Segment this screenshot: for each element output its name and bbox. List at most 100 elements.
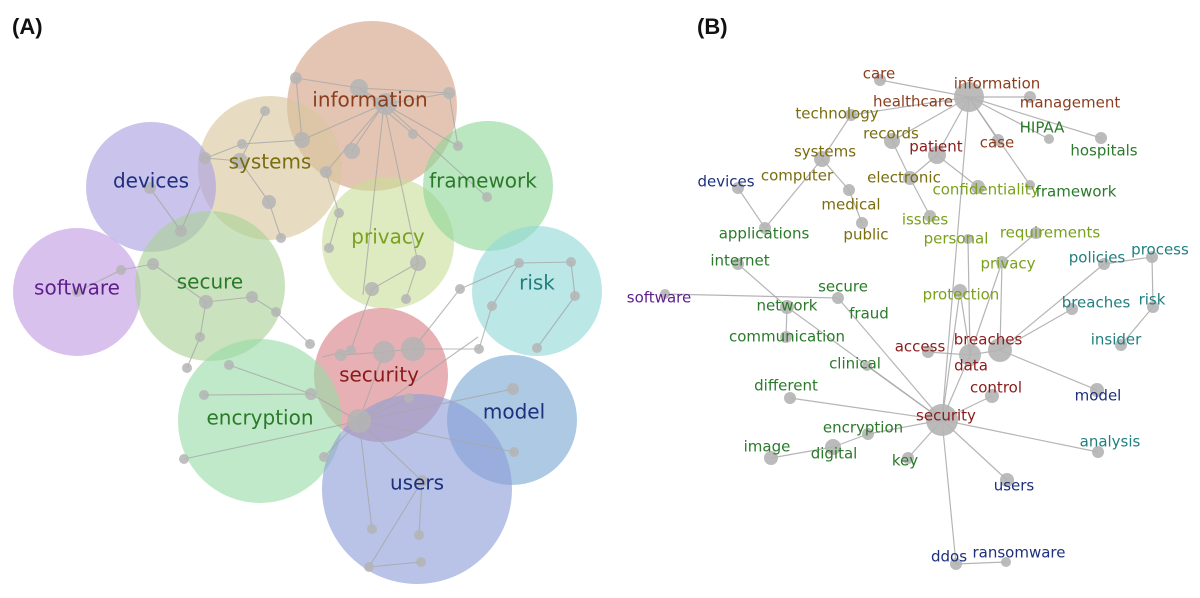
network-node xyxy=(404,393,414,403)
network-edge xyxy=(737,187,766,229)
network-node xyxy=(514,258,524,268)
network-edge xyxy=(239,110,266,162)
network-edge xyxy=(459,262,520,290)
network-node xyxy=(290,72,302,84)
network-node xyxy=(922,346,934,358)
word-label-protection: protection xyxy=(923,286,1000,304)
network-node xyxy=(344,143,360,159)
cluster-label-devices: devices xyxy=(113,169,189,193)
network-edge xyxy=(909,177,931,217)
network-edge xyxy=(570,261,576,297)
network-node xyxy=(954,82,984,112)
word-label-model: model xyxy=(1075,387,1122,405)
network-node xyxy=(884,133,900,149)
network-node xyxy=(843,184,855,196)
network-node xyxy=(764,451,778,465)
network-edge xyxy=(837,297,943,421)
network-node xyxy=(570,291,580,301)
word-label-insider: insider xyxy=(1091,331,1142,349)
network-node xyxy=(199,295,213,309)
word-label-requirements: requirements xyxy=(1000,224,1101,242)
network-node xyxy=(482,192,492,202)
word-label-breaches: breaches xyxy=(954,331,1023,349)
network-edge xyxy=(275,311,311,345)
cluster-label-model: model xyxy=(483,400,545,424)
cluster-bubble-framework xyxy=(423,121,553,251)
network-edge xyxy=(968,96,1050,140)
network-node xyxy=(1147,301,1159,313)
cluster-label-encryption: encryption xyxy=(206,406,313,430)
cluster-bubble-privacy xyxy=(322,177,454,309)
cluster-label-framework: framework xyxy=(429,169,537,193)
word-label-framework: framework xyxy=(1036,183,1117,201)
word-label-security: security xyxy=(916,407,976,425)
network-node xyxy=(346,345,356,355)
network-edge xyxy=(186,336,201,369)
word-label-personal: personal xyxy=(924,230,989,248)
network-node xyxy=(950,558,962,570)
word-label-public: public xyxy=(843,226,888,244)
network-edge xyxy=(383,103,488,198)
network-edge xyxy=(205,143,243,159)
network-node xyxy=(566,257,576,267)
network-edge xyxy=(183,420,360,460)
network-edge xyxy=(999,349,1098,391)
network-node xyxy=(276,233,286,243)
network-edge xyxy=(149,187,182,232)
word-label-different: different xyxy=(754,377,818,395)
network-node xyxy=(453,141,463,151)
network-node xyxy=(262,195,276,209)
network-edge xyxy=(295,77,360,89)
network-edge xyxy=(295,77,303,141)
network-node xyxy=(199,390,209,400)
word-label-policies: policies xyxy=(1069,249,1126,267)
network-node xyxy=(365,282,379,296)
network-edge xyxy=(764,158,823,229)
network-node xyxy=(784,392,796,404)
network-node xyxy=(199,152,211,164)
panel-b-label: (B) xyxy=(697,14,728,39)
network-edge xyxy=(362,103,385,296)
network-edge xyxy=(205,296,253,303)
network-edge xyxy=(955,561,1007,565)
network-node xyxy=(375,93,397,115)
network-edge xyxy=(1103,256,1153,265)
word-label-applications: applications xyxy=(719,225,810,243)
word-label-risk: risk xyxy=(1139,291,1166,309)
network-node xyxy=(305,339,315,349)
network-node xyxy=(509,447,519,457)
cluster-bubble-systems xyxy=(198,96,342,240)
cluster-label-secure: secure xyxy=(177,270,243,294)
network-node xyxy=(988,338,1012,362)
word-label-case: case xyxy=(980,134,1014,152)
word-label-communication: communication xyxy=(729,328,845,346)
network-edge xyxy=(941,419,957,565)
word-label-privacy: privacy xyxy=(980,255,1035,273)
network-edge xyxy=(368,561,422,568)
network-edge xyxy=(1120,306,1154,346)
network-node xyxy=(260,106,270,116)
word-label-process: process xyxy=(1131,241,1189,259)
network-node xyxy=(1090,383,1104,397)
word-label-encryption: encryption xyxy=(823,419,903,437)
network-node xyxy=(732,258,744,270)
network-edge xyxy=(941,96,970,421)
network-edge xyxy=(821,114,852,160)
word-label-analysis: analysis xyxy=(1080,433,1141,451)
network-node xyxy=(1066,303,1078,315)
word-label-control: control xyxy=(970,379,1022,397)
network-edge xyxy=(518,261,572,264)
network-node xyxy=(1024,91,1036,103)
network-node xyxy=(862,428,874,440)
network-edge xyxy=(412,288,461,350)
network-edge xyxy=(358,87,450,94)
cluster-label-systems: systems xyxy=(229,150,312,174)
network-node xyxy=(195,332,205,342)
network-edge xyxy=(770,446,834,459)
network-node xyxy=(780,300,794,314)
cluster-bubble-encryption xyxy=(178,339,342,503)
network-edge xyxy=(152,263,207,303)
word-label-electronic: electronic xyxy=(867,169,941,187)
network-node xyxy=(1044,134,1054,144)
